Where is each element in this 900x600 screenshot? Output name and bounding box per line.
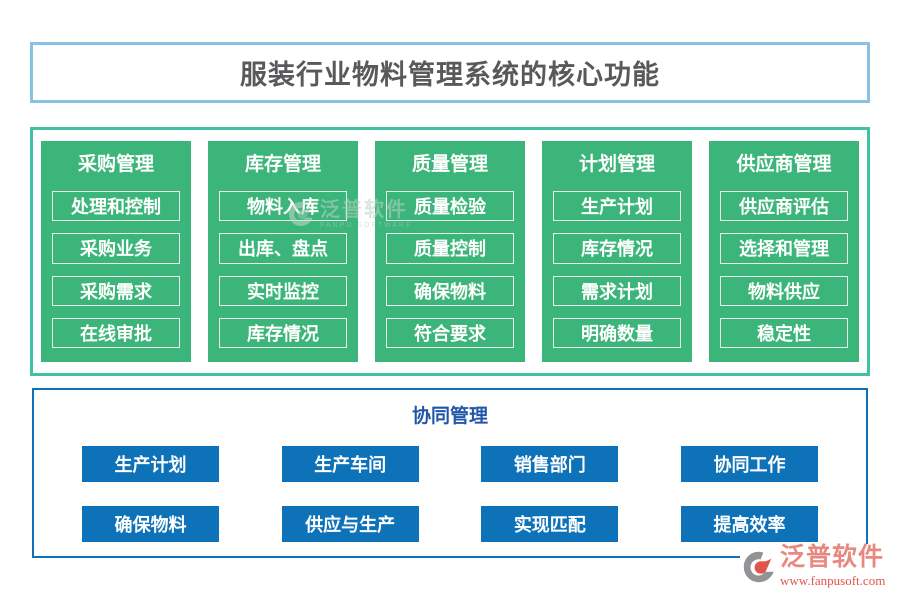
collab-item: 生产计划: [82, 446, 219, 482]
collaboration-row-1: 生产计划 生产车间 销售部门 协同工作: [34, 446, 866, 482]
module-item: 稳定性: [720, 317, 848, 348]
collab-item: 供应与生产: [281, 506, 419, 542]
collab-item: 实现匹配: [481, 506, 619, 542]
module-header: 质量管理: [411, 154, 488, 175]
module-item: 质量检验: [386, 191, 514, 222]
module-item: 符合要求: [386, 317, 514, 348]
page-title: 服装行业物料管理系统的核心功能: [240, 60, 660, 90]
footer-url: www.fanpusoft.com: [780, 572, 886, 588]
module-header: 计划管理: [578, 154, 655, 175]
module-header: 库存管理: [244, 154, 321, 175]
module-item: 供应商评估: [720, 191, 848, 222]
module-item: 实时监控: [219, 275, 347, 306]
module-item: 需求计划: [553, 275, 681, 306]
module-item: 采购需求: [52, 275, 180, 306]
title-box: 服装行业物料管理系统的核心功能: [30, 42, 870, 103]
module-item: 采购业务: [52, 233, 180, 264]
footer-brand-name: 泛普软件: [780, 543, 885, 571]
module-item: 生产计划: [553, 191, 681, 222]
collab-item: 销售部门: [481, 446, 619, 482]
module-column-quality: 质量管理 质量检验 质量控制 确保物料 符合要求: [375, 141, 525, 362]
module-item: 确保物料: [386, 275, 514, 306]
modules-panel: 采购管理 处理和控制 采购业务 采购需求 在线审批 库存管理 物料入库 出库、盘…: [30, 127, 870, 376]
collaboration-row-2: 确保物料 供应与生产 实现匹配 提高效率: [34, 506, 866, 542]
fanpu-logo-icon: [743, 551, 774, 583]
module-item: 物料供应: [720, 275, 848, 306]
module-column-planning: 计划管理 生产计划 库存情况 需求计划 明确数量: [542, 141, 692, 362]
collab-item: 提高效率: [680, 506, 818, 542]
collaboration-title: 协同管理: [411, 406, 488, 427]
module-item: 选择和管理: [720, 233, 848, 264]
footer-logo: 泛普软件 www.fanpusoft.com: [740, 543, 896, 596]
collab-item: 确保物料: [82, 506, 219, 542]
module-column-procurement: 采购管理 处理和控制 采购业务 采购需求 在线审批: [41, 141, 191, 362]
module-item: 质量控制: [386, 233, 514, 264]
module-item: 处理和控制: [52, 191, 180, 222]
collab-item: 协同工作: [680, 446, 818, 482]
module-item: 出库、盘点: [219, 233, 347, 264]
module-item: 库存情况: [553, 233, 681, 264]
module-column-inventory: 库存管理 物料入库 出库、盘点 实时监控 库存情况: [208, 141, 358, 362]
collab-item: 生产车间: [281, 446, 419, 482]
module-header: 供应商管理: [736, 154, 832, 175]
module-header: 采购管理: [77, 154, 154, 175]
collaboration-panel: 协同管理 生产计划 生产车间 销售部门 协同工作 确保物料 供应与生产 实现匹配…: [32, 388, 868, 558]
module-item: 在线审批: [52, 317, 180, 348]
module-item: 库存情况: [219, 317, 347, 348]
module-column-supplier: 供应商管理 供应商评估 选择和管理 物料供应 稳定性: [709, 141, 859, 362]
module-item: 物料入库: [219, 191, 347, 222]
module-item: 明确数量: [553, 317, 681, 348]
